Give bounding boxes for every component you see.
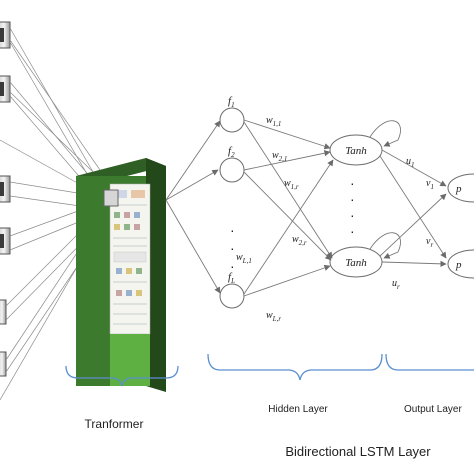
- weight-vr: vr: [426, 236, 433, 249]
- transformer-input-port: [103, 189, 119, 207]
- svg-text:·: ·: [230, 222, 235, 238]
- transformer-outputs: [165, 120, 221, 294]
- transformer-brace: [65, 365, 179, 387]
- svg-text:·: ·: [350, 223, 355, 239]
- lstm-ellipsis: · · · ·: [350, 175, 355, 239]
- recurrent-loop-bottom: [369, 232, 401, 259]
- weight-w21: w2,1: [272, 150, 287, 163]
- svg-text:·: ·: [350, 191, 355, 207]
- input-image-2: [0, 75, 11, 103]
- hidden-layer-brace: [207, 353, 383, 381]
- input-node-f2: [219, 157, 245, 183]
- output-layer-caption: Output Layer: [404, 404, 462, 415]
- input-node-f1: [219, 107, 245, 133]
- transformer-block-side: [146, 158, 166, 392]
- input-image-6: [0, 351, 7, 377]
- svg-text:·: ·: [350, 175, 355, 191]
- transformer-block: [76, 158, 166, 392]
- tanh-top-label: Tanh: [345, 145, 367, 157]
- tanh-bottom-label: Tanh: [345, 257, 367, 269]
- weight-w11: w1,1: [266, 115, 281, 128]
- lstm-cells: Tanh Tanh: [329, 120, 401, 278]
- weight-wl1: wL,1: [236, 252, 252, 265]
- output-node-bottom: [447, 249, 474, 279]
- weight-ur: ur: [392, 278, 400, 291]
- output-node-top: [447, 173, 474, 203]
- input-node-fl: [219, 283, 245, 309]
- transformer-schematic-sheet: [109, 183, 151, 335]
- bilstm-caption: Bidirectional LSTM Layer: [285, 444, 431, 459]
- transformer-caption: Tranformer: [85, 417, 144, 431]
- input-image-stack: [0, 21, 11, 377]
- fl-label: fL: [228, 271, 235, 285]
- recurrent-loop-top: [369, 120, 401, 147]
- lstm-to-output-edges: [379, 149, 447, 267]
- hidden-layer-nodes: [219, 107, 245, 309]
- weight-wlr: wL,r: [266, 310, 281, 323]
- f1-label: f1: [228, 95, 235, 109]
- svg-text:·: ·: [230, 258, 235, 274]
- output-layer-brace: [385, 353, 474, 371]
- weight-v1: v1: [426, 178, 434, 191]
- output-nodes: p p: [447, 173, 474, 279]
- weight-u1: u1: [406, 156, 415, 169]
- svg-text:·: ·: [350, 207, 355, 223]
- weight-w2r: w2,r: [292, 234, 307, 247]
- input-image-4: [0, 227, 11, 255]
- transformer-green-panel: [110, 334, 150, 386]
- hidden-ellipsis: · · ·: [230, 222, 235, 274]
- weight-w1r: w1,r: [284, 178, 299, 191]
- input-image-3: [0, 175, 11, 203]
- output-top-label: p: [455, 183, 462, 195]
- f2-label: f2: [228, 145, 235, 159]
- input-image-5: [0, 299, 7, 325]
- weight-labels: w1,1 w2,1 w1,r w2,r wL,1 wL,r u1 ur v1 v…: [236, 115, 434, 323]
- svg-text:·: ·: [230, 240, 235, 256]
- input-image-1: [0, 21, 11, 49]
- output-bottom-label: p: [455, 259, 462, 271]
- hidden-to-lstm-edges: [243, 119, 334, 297]
- hidden-layer-caption: Hidden Layer: [268, 404, 328, 415]
